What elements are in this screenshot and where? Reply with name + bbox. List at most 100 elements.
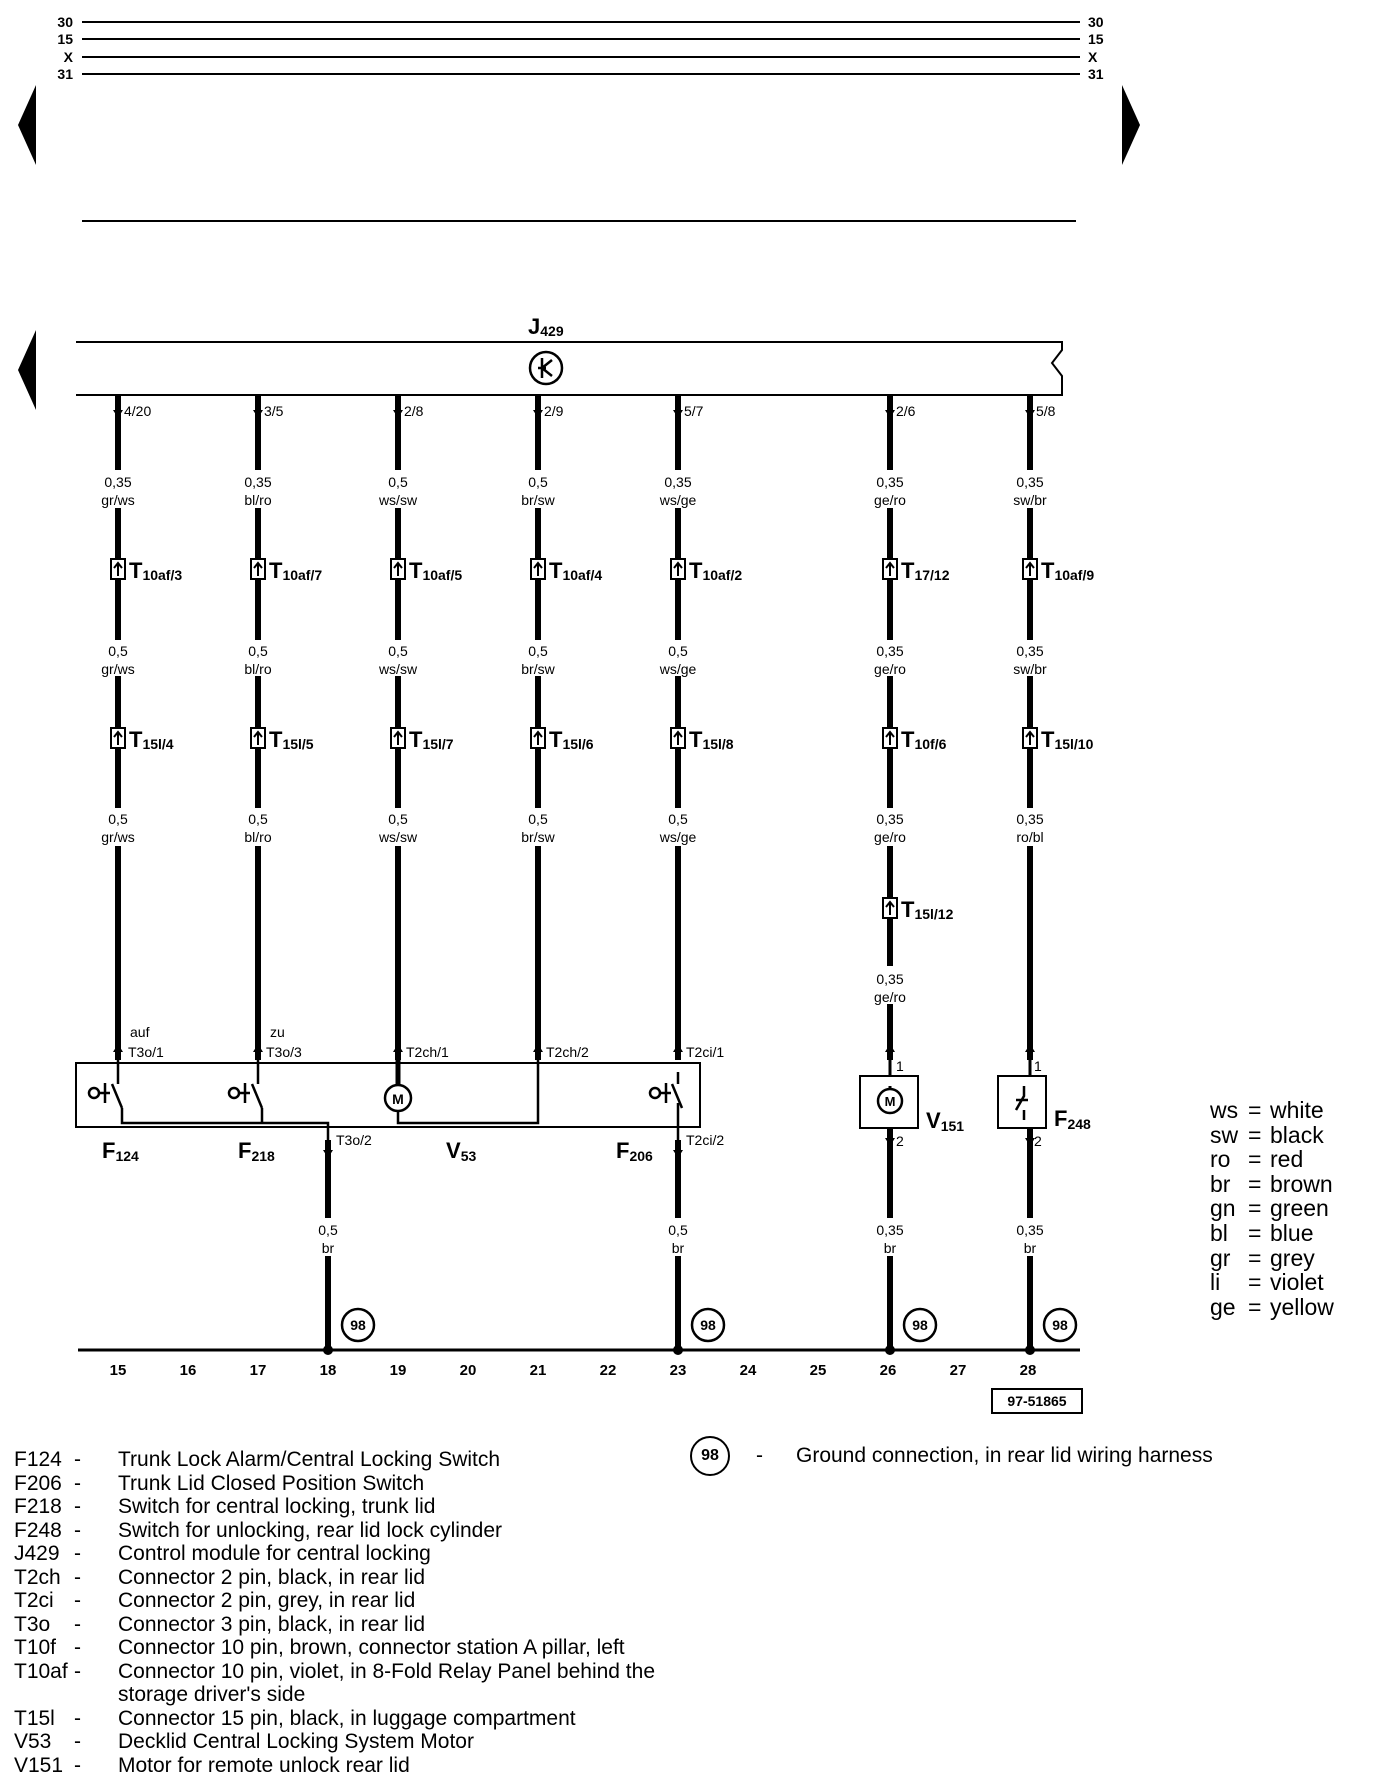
pin-zu: zu (270, 1024, 285, 1040)
wire-0-b-color: gr/ws (101, 661, 134, 677)
legend-desc: Decklid Central Locking System Motor (118, 1730, 474, 1753)
legend-desc: Trunk Lid Closed Position Switch (118, 1471, 425, 1495)
wire-6-a-color: sw/br (1013, 492, 1047, 508)
legend-desc-continued: storage driver's side (118, 1683, 306, 1706)
connector-6-b-label: T15l/10 (1041, 727, 1094, 752)
connector-0-b: T15l/4 (110, 727, 174, 752)
module-pin-6: 5/8 (1036, 403, 1056, 419)
wire-5-a-color: ge/ro (874, 492, 906, 508)
connector-2-a-label: T10af/5 (409, 558, 462, 583)
wire-5-d-color: ge/ro (874, 989, 906, 1005)
legend-dash: - (74, 1706, 81, 1730)
switch-f124-symbol (87, 1072, 124, 1118)
color-legend-row: sw=black (1210, 1121, 1334, 1148)
component-labels: F124 F218 V53 F206 V151 F248 (102, 1106, 1091, 1164)
legend-row: J429-Control module for central locking (14, 1542, 655, 1566)
ground-note-text: Ground connection, in rear lid wiring ha… (796, 1444, 1213, 1467)
diagram-id-box: 97-51865 (991, 1388, 1083, 1414)
connector-6-a-label: T10af/9 (1041, 558, 1094, 583)
module-pin-3: 2/9 (544, 403, 564, 419)
legend-code: V53 (14, 1730, 52, 1753)
pin-labels: auf zu T3o/1 T3o/3 T2ch/1 T2ch/2 T2ci/1 … (128, 1024, 1042, 1149)
top-rails (82, 21, 1080, 75)
label-v53: V53 (446, 1138, 476, 1164)
color-name: green (1270, 1195, 1329, 1222)
ground-wire-color: br (672, 1240, 685, 1256)
legend-dash: - (74, 1612, 81, 1636)
color-name: brown (1270, 1170, 1333, 1197)
wire-columns: 4/200,35gr/wsT10af/30,5gr/wsT15l/40,5gr/… (80, 396, 1094, 1089)
wire-1-a-size: 0,35 (244, 474, 271, 490)
color-equals: = (1248, 1269, 1262, 1296)
ground-point-label: 98 (1052, 1317, 1068, 1333)
ground-point-98: 98 (690, 1307, 726, 1343)
wire-1-c-color: bl/ro (244, 829, 271, 845)
color-name: blue (1270, 1219, 1314, 1246)
rail-label-31: 31 (57, 66, 73, 82)
legend-code: F206 (14, 1471, 62, 1495)
column-number: 24 (740, 1362, 757, 1379)
motor-v53-symbol: M (383, 1060, 413, 1113)
color-equals: = (1248, 1293, 1262, 1320)
ground-wire-size: 0,5 (668, 1222, 688, 1238)
color-code: bl (1210, 1219, 1228, 1246)
control-module-label: J429 (528, 314, 564, 339)
legend-row: T15l-Connector 15 pin, black, in luggage… (14, 1707, 655, 1731)
module-pin-2: 2/8 (404, 403, 424, 419)
legend-code: T2ch (14, 1565, 61, 1589)
color-code: sw (1210, 1121, 1239, 1148)
wire-4-a-color: ws/ge (659, 492, 697, 508)
wire-0-a-size: 0,35 (104, 474, 131, 490)
component-legend: F124-Trunk Lock Alarm/Central Locking Sw… (14, 1448, 655, 1777)
wire-2-b-color: ws/sw (378, 661, 418, 677)
connector-0-a-label: T10af/3 (129, 558, 182, 583)
label-f218: F218 (238, 1138, 275, 1164)
legend-row: T10af-Connector 10 pin, violet, in 8-Fol… (14, 1660, 655, 1684)
color-code: li (1210, 1269, 1221, 1296)
legend-row: T3o-Connector 3 pin, black, in rear lid (14, 1613, 655, 1637)
legend-code: T2ci (14, 1589, 54, 1612)
legend-code: V151 (14, 1753, 64, 1777)
wire-6-c-size: 0,35 (1016, 811, 1043, 827)
connector-2-b-label: T15l/7 (409, 727, 454, 752)
diagram-id: 97-51865 (1007, 1393, 1066, 1409)
legend-dash: - (74, 1730, 81, 1753)
continue-left-arrow (18, 85, 36, 165)
legend-code: J429 (14, 1542, 60, 1565)
legend-dash: - (74, 1636, 81, 1659)
legend-desc: Connector 15 pin, black, in luggage comp… (118, 1706, 576, 1730)
wire-2-a-color: ws/sw (378, 492, 418, 508)
top-rail-labels-right: 30 15 X 31 (1088, 14, 1104, 82)
ground-wire-size: 0,35 (876, 1222, 903, 1238)
wire-2-a-size: 0,5 (388, 474, 408, 490)
control-module-j429: J429 (76, 314, 1063, 396)
wire-0-c-color: gr/ws (101, 829, 134, 845)
wire-0-b-size: 0,5 (108, 643, 128, 659)
ground-point-label: 98 (912, 1317, 928, 1333)
ground-point-label: 98 (350, 1317, 366, 1333)
connector-3-a-label: T10af/4 (549, 558, 602, 583)
color-name: yellow (1270, 1293, 1334, 1320)
rail-label-15: 15 (57, 31, 73, 47)
switch-f206-symbol (648, 1072, 684, 1109)
circuit-2-6: 2/60,35ge/roT17/120,35ge/roT10f/60,35ge/… (852, 396, 954, 1060)
legend-code: T3o (14, 1612, 51, 1636)
legend-row: T2ch-Connector 2 pin, black, in rear lid (14, 1566, 655, 1590)
wire-1-c-size: 0,5 (248, 811, 268, 827)
connector-5-c: T15l/12 (882, 897, 954, 922)
color-name: white (1270, 1097, 1324, 1123)
connector-0-a: T10af/3 (110, 558, 182, 583)
switch-f248-symbol (997, 1075, 1047, 1129)
circuit-5-8: 5/80,35sw/brT10af/90,35sw/brT15l/100,35r… (992, 396, 1094, 1060)
legend-desc: Switch for central locking, trunk lid (118, 1495, 436, 1518)
legend-desc: Connector 2 pin, grey, in rear lid (118, 1589, 416, 1612)
column-number: 25 (810, 1362, 827, 1379)
legend-desc: Connector 2 pin, black, in rear lid (118, 1565, 425, 1589)
connector-5-a: T17/12 (882, 558, 950, 583)
color-code: ge (1210, 1293, 1236, 1320)
color-code: gr (1210, 1244, 1231, 1271)
pin-v151-2: 2 (896, 1133, 904, 1149)
